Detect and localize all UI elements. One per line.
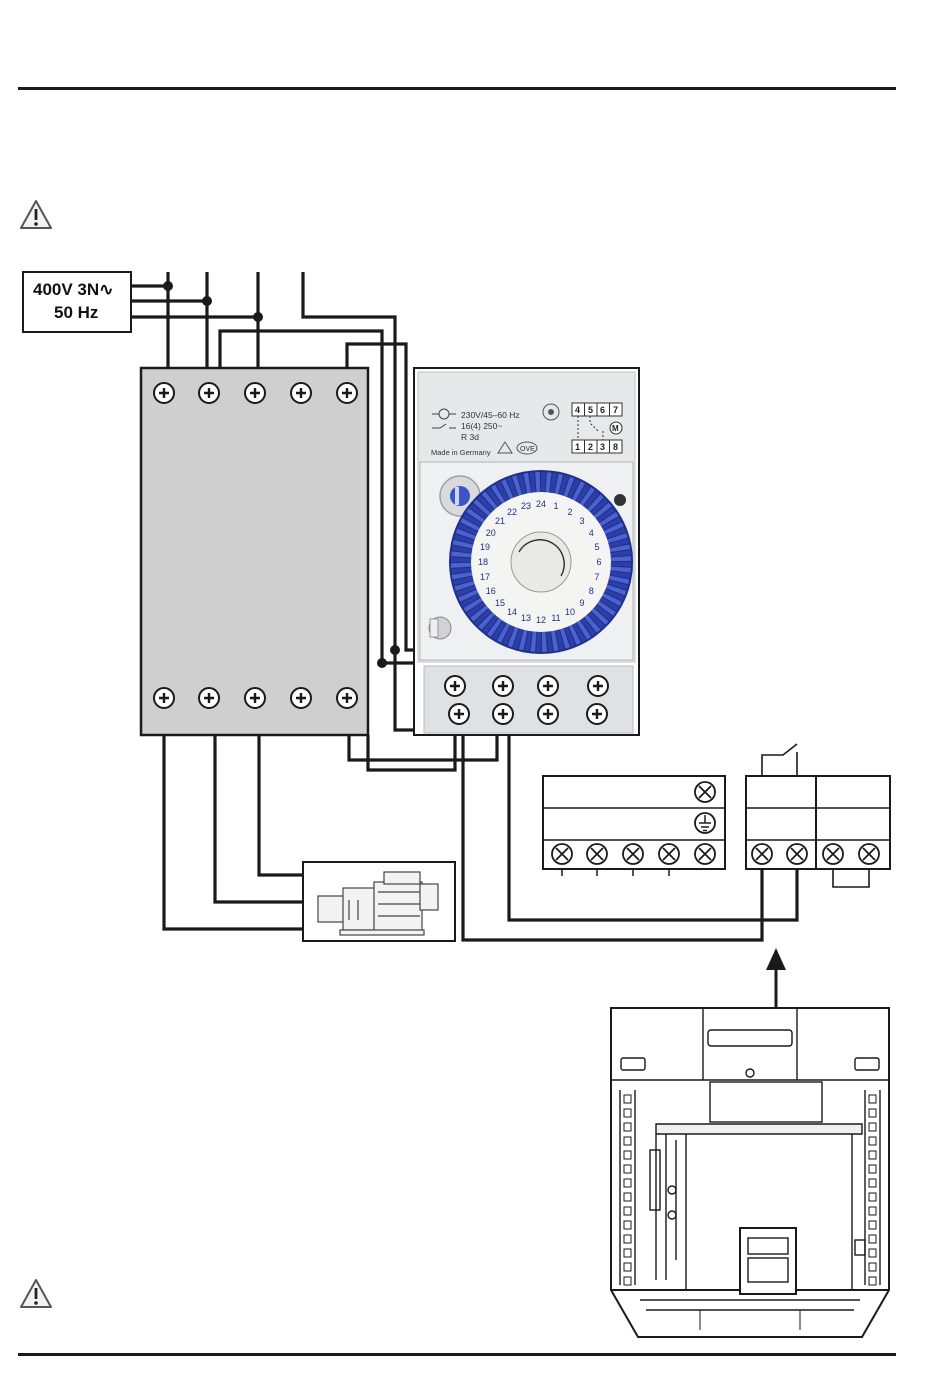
dial-hub [511,532,571,592]
timer-spec-2: 16(4) 250~ [461,421,502,431]
dial-number: 11 [551,613,560,623]
dial-number: 16 [486,586,496,596]
dial-number: 13 [521,613,531,623]
dial-number: 2 [567,507,572,517]
dial-number: 3 [580,516,585,526]
dial-number: 17 [480,572,490,582]
svg-text:4: 4 [575,405,580,415]
contactor [141,368,368,735]
svg-text:2: 2 [588,442,593,452]
switch-contact-icon [762,744,797,776]
timer-knob-lower [429,617,451,639]
dial-number: 10 [565,607,575,617]
dial-number: 20 [486,528,496,538]
svg-text:6: 6 [600,405,605,415]
dial-number: 15 [495,598,505,608]
timer-screw-icon [614,494,626,506]
dial-number: 21 [495,516,505,526]
dial-number: 22 [507,507,517,517]
dial-number: 5 [595,542,600,552]
timer-switch: 230V/45–60 Hz 16(4) 250~ R 3d Made in Ge… [414,368,639,735]
timer-spec-1: 230V/45–60 Hz [461,410,520,420]
dial-number: 9 [580,598,585,608]
dial-number: 12 [536,615,546,625]
dial-number: 14 [507,607,517,617]
terminal-strip-flow [746,744,890,887]
dial-number: 23 [521,501,531,511]
circulation-pump [303,862,455,941]
dial-number: 1 [554,501,559,511]
dial-number: 4 [589,528,594,538]
dial-number: 19 [480,542,490,552]
svg-text:3: 3 [600,442,605,452]
dial-number: 24 [536,499,546,509]
timer-ove-mark: OVE [520,446,535,453]
timer-motor-symbol: M [612,424,619,433]
wire-pump-1 [164,735,305,929]
dial-number: 7 [595,572,600,582]
dial-number: 6 [596,557,601,567]
svg-text:1: 1 [575,442,580,452]
heat-pump-unit [611,1008,889,1337]
dial-number: 18 [478,557,488,567]
dial-number: 8 [589,586,594,596]
timer-made-in: Made in Germany [431,448,491,457]
wire-l1 [132,272,168,368]
bridge-wire [833,869,869,887]
svg-text:7: 7 [613,405,618,415]
terminal-strip-main [543,776,725,876]
timer-spec-3: R 3d [461,432,479,442]
ground-icon [695,813,715,833]
svg-text:8: 8 [613,442,618,452]
svg-text:5: 5 [588,405,593,415]
wire-pump-3 [259,735,305,875]
